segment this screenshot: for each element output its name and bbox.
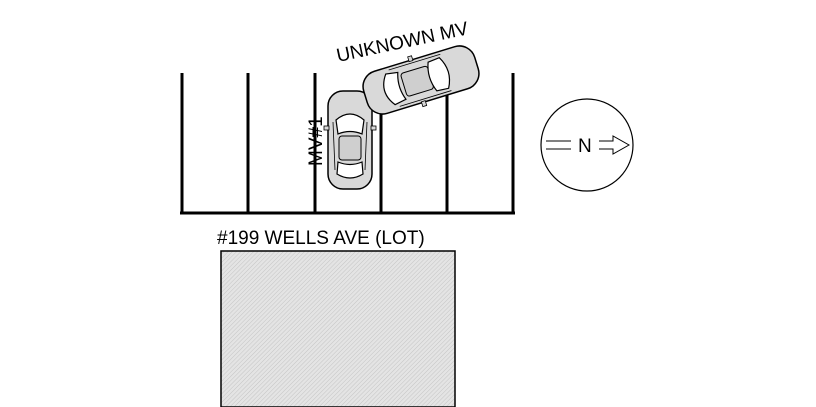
building-lot <box>220 250 456 407</box>
vehicle-one-label: MV#1 <box>306 116 327 166</box>
vehicle-mv1 <box>323 90 377 190</box>
lot-label: #199 WELLS AVE (LOT) <box>217 228 425 249</box>
arrow-icon <box>599 135 631 155</box>
north-arrow: N <box>540 98 634 192</box>
parking-stalls <box>180 73 515 215</box>
north-label: N <box>578 136 592 157</box>
vehicle-unknown <box>362 45 480 115</box>
